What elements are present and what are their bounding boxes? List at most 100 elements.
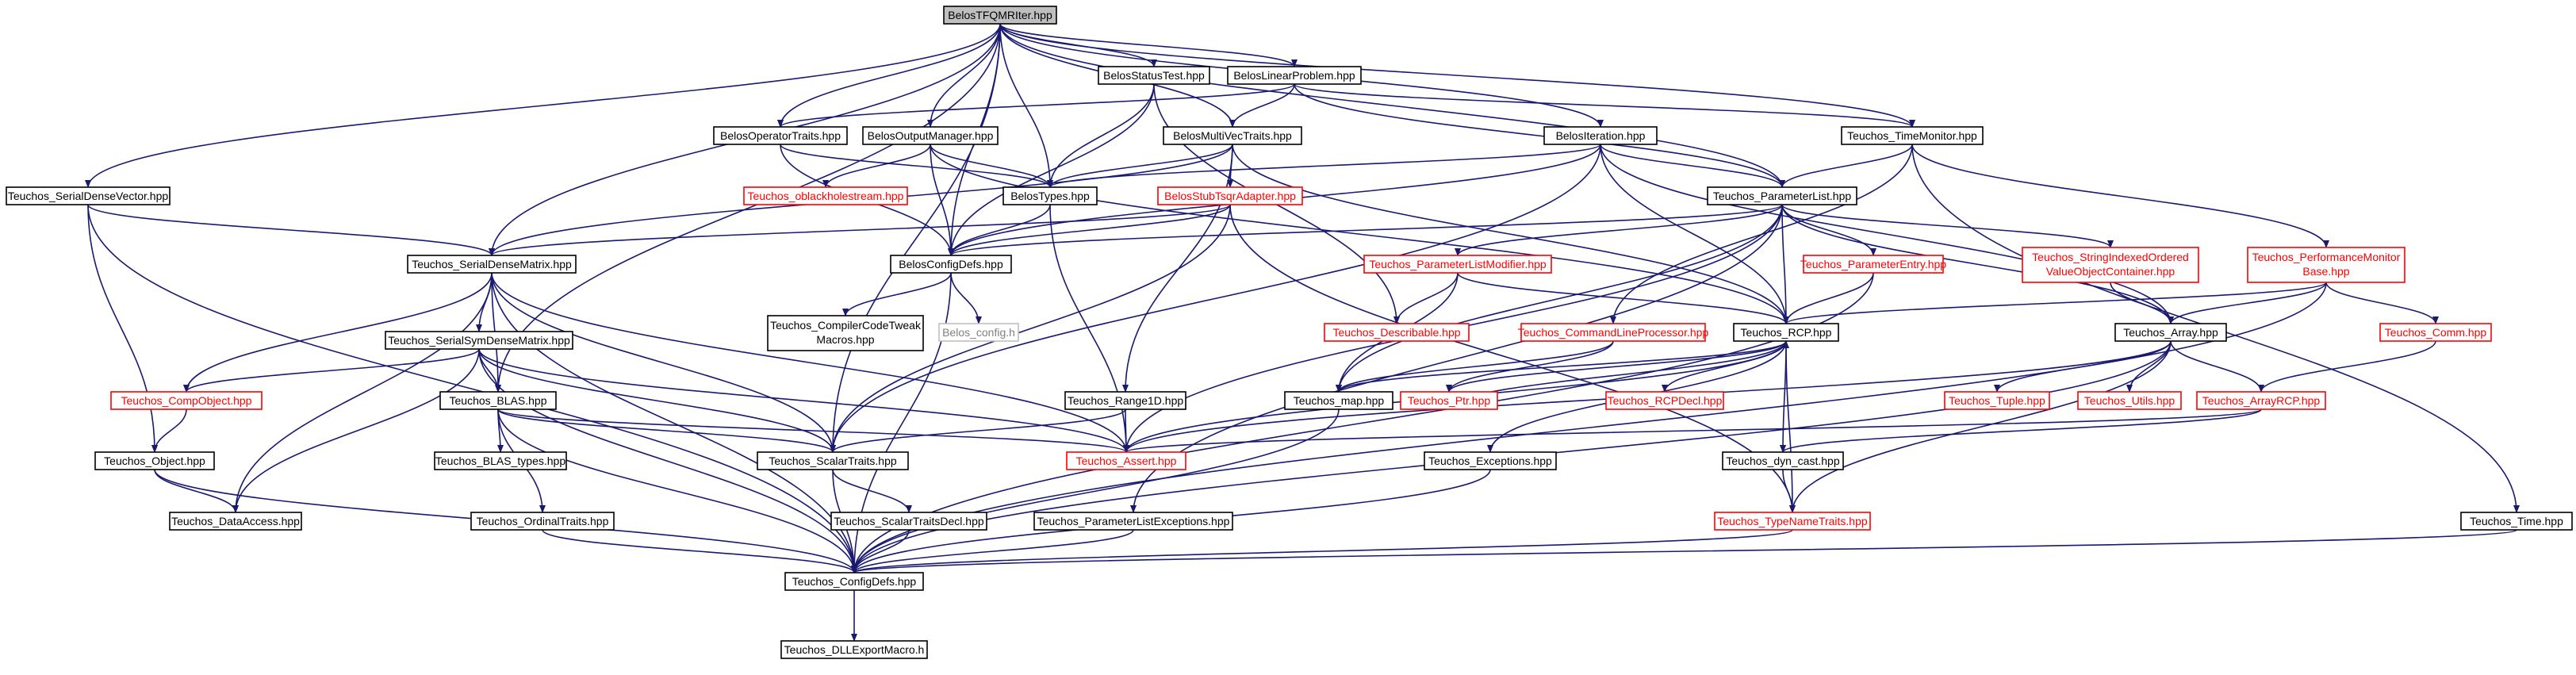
node-box-rcp[interactable] (1733, 323, 1839, 342)
node-box-outputManager[interactable] (862, 126, 999, 145)
node-box-describable[interactable] (1324, 323, 1470, 342)
node-paramEntry[interactable]: Teuchos_ParameterEntry.hpp (1800, 255, 1946, 274)
node-box-scalarTraitsDecl[interactable] (830, 512, 987, 531)
node-stringIndexed[interactable]: Teuchos_StringIndexedOrderedValueObjectC… (2022, 247, 2199, 283)
node-box-serialDenseVector[interactable] (6, 186, 171, 205)
node-box-tuple[interactable] (1944, 391, 2050, 410)
node-timeMonitor[interactable]: Teuchos_TimeMonitor.hpp (1841, 126, 1984, 145)
node-serialDenseVector[interactable]: Teuchos_SerialDenseVector.hpp (6, 186, 171, 205)
node-configDefsBelos[interactable]: BelosConfigDefs.hpp (890, 255, 1012, 274)
node-box-ordinalTraits[interactable] (470, 512, 615, 531)
node-box-typeNameTraits[interactable] (1714, 512, 1871, 531)
node-typeNameTraits[interactable]: Teuchos_TypeNameTraits.hpp (1714, 512, 1871, 531)
node-box-dynCast[interactable] (1722, 451, 1844, 470)
node-box-time[interactable] (2460, 512, 2573, 531)
node-box-dllExport[interactable] (780, 640, 928, 659)
node-dynCast[interactable]: Teuchos_dyn_cast.hpp (1722, 451, 1844, 470)
node-box-comm[interactable] (2379, 323, 2492, 342)
node-box-configDefsTeuchos[interactable] (784, 572, 924, 591)
node-box-compilerTweak[interactable] (767, 315, 924, 351)
node-range1d[interactable]: Teuchos_Range1D.hpp (1064, 391, 1186, 410)
node-belosTypes[interactable]: BelosTypes.hpp (1002, 186, 1098, 205)
node-box-blasTypes[interactable] (434, 451, 567, 470)
node-ordinalTraits[interactable]: Teuchos_OrdinalTraits.hpp (470, 512, 615, 531)
node-map[interactable]: Teuchos_map.hpp (1284, 391, 1393, 410)
node-describable[interactable]: Teuchos_Describable.hpp (1324, 323, 1470, 342)
node-box-serialSymDense[interactable] (385, 331, 573, 350)
node-box-blas[interactable] (439, 391, 557, 410)
node-ptr[interactable]: Teuchos_Ptr.hpp (1400, 391, 1498, 410)
node-array[interactable]: Teuchos_Array.hpp (2114, 323, 2227, 342)
node-paramListModifier[interactable]: Teuchos_ParameterListModifier.hpp (1363, 255, 1552, 274)
node-rcpDecl[interactable]: Teuchos_RCPDecl.hpp (1605, 391, 1724, 410)
node-box-arrayRCP[interactable] (2196, 391, 2326, 410)
node-assert[interactable]: Teuchos_Assert.hpp (1066, 451, 1186, 470)
node-box-configDefsBelos[interactable] (890, 255, 1012, 274)
node-box-object[interactable] (94, 451, 215, 470)
node-box-root[interactable] (943, 6, 1057, 25)
node-multiVecTraits[interactable]: BelosMultiVecTraits.hpp (1163, 126, 1302, 145)
node-box-linearProblem[interactable] (1227, 66, 1362, 85)
node-box-utils[interactable] (2077, 391, 2182, 410)
node-box-map[interactable] (1284, 391, 1393, 410)
node-box-compObject[interactable] (110, 391, 263, 410)
node-dllExport[interactable]: Teuchos_DLLExportMacro.h (780, 640, 928, 659)
node-box-paramListExc[interactable] (1033, 512, 1233, 531)
node-linearProblem[interactable]: BelosLinearProblem.hpp (1227, 66, 1362, 85)
node-cmdLine[interactable]: Teuchos_CommandLineProcessor.hpp (1518, 323, 1709, 342)
node-box-ptr[interactable] (1400, 391, 1498, 410)
node-box-paramEntry[interactable] (1803, 255, 1944, 274)
node-box-operatorTraits[interactable] (713, 126, 848, 145)
node-box-oblackhole[interactable] (743, 186, 908, 205)
node-box-timeMonitor[interactable] (1841, 126, 1984, 145)
node-box-iteration[interactable] (1543, 126, 1658, 145)
node-statusTest[interactable]: BelosStatusTest.hpp (1098, 66, 1210, 85)
node-configDefsTeuchos[interactable]: Teuchos_ConfigDefs.hpp (784, 572, 924, 591)
node-blas[interactable]: Teuchos_BLAS.hpp (439, 391, 557, 410)
node-box-statusTest[interactable] (1098, 66, 1210, 85)
node-box-dataAccess[interactable] (169, 512, 302, 531)
node-paramList[interactable]: Teuchos_ParameterList.hpp (1707, 186, 1857, 205)
node-compObject[interactable]: Teuchos_CompObject.hpp (110, 391, 263, 410)
node-dataAccess[interactable]: Teuchos_DataAccess.hpp (169, 512, 302, 531)
node-box-belosTypes[interactable] (1002, 186, 1098, 205)
node-blasTypes[interactable]: Teuchos_BLAS_types.hpp (434, 451, 567, 470)
node-box-paramList[interactable] (1707, 186, 1857, 205)
node-scalarTraits[interactable]: Teuchos_ScalarTraits.hpp (757, 451, 909, 470)
node-serialSymDense[interactable]: Teuchos_SerialSymDenseMatrix.hpp (385, 331, 573, 350)
node-box-perfMonitor[interactable] (2247, 247, 2405, 283)
node-stubTsqr[interactable]: BelosStubTsqrAdapter.hpp (1157, 186, 1303, 205)
node-box-scalarTraits[interactable] (757, 451, 909, 470)
node-box-cmdLine[interactable] (1520, 323, 1706, 342)
node-box-paramListModifier[interactable] (1363, 255, 1552, 274)
node-oblackhole[interactable]: Teuchos_oblackholestream.hpp (743, 186, 908, 205)
node-rcp[interactable]: Teuchos_RCP.hpp (1733, 323, 1839, 342)
node-paramListExc[interactable]: Teuchos_ParameterListExceptions.hpp (1033, 512, 1233, 531)
node-time[interactable]: Teuchos_Time.hpp (2460, 512, 2573, 531)
node-object[interactable]: Teuchos_Object.hpp (94, 451, 215, 470)
node-serialDenseMatrix[interactable]: Teuchos_SerialDenseMatrix.hpp (407, 255, 577, 274)
node-box-range1d[interactable] (1064, 391, 1186, 410)
node-iteration[interactable]: BelosIteration.hpp (1543, 126, 1658, 145)
node-outputManager[interactable]: BelosOutputManager.hpp (862, 126, 999, 145)
node-utils[interactable]: Teuchos_Utils.hpp (2077, 391, 2182, 410)
node-box-array[interactable] (2114, 323, 2227, 342)
node-box-stringIndexed[interactable] (2022, 247, 2199, 283)
node-comm[interactable]: Teuchos_Comm.hpp (2379, 323, 2492, 342)
node-box-assert[interactable] (1066, 451, 1186, 470)
node-box-stubTsqr[interactable] (1157, 186, 1303, 205)
node-box-serialDenseMatrix[interactable] (407, 255, 577, 274)
node-scalarTraitsDecl[interactable]: Teuchos_ScalarTraitsDecl.hpp (830, 512, 987, 531)
node-box-multiVecTraits[interactable] (1163, 126, 1302, 145)
node-exceptions[interactable]: Teuchos_Exceptions.hpp (1424, 451, 1557, 470)
node-box-rcpDecl[interactable] (1605, 391, 1724, 410)
node-operatorTraits[interactable]: BelosOperatorTraits.hpp (713, 126, 848, 145)
node-arrayRCP[interactable]: Teuchos_ArrayRCP.hpp (2196, 391, 2326, 410)
node-box-exceptions[interactable] (1424, 451, 1557, 470)
node-box-belosConfigH[interactable] (938, 323, 1019, 342)
node-tuple[interactable]: Teuchos_Tuple.hpp (1944, 391, 2050, 410)
node-root[interactable]: BelosTFQMRIter.hpp (943, 6, 1057, 25)
node-belosConfigH[interactable]: Belos_config.h (938, 323, 1019, 342)
